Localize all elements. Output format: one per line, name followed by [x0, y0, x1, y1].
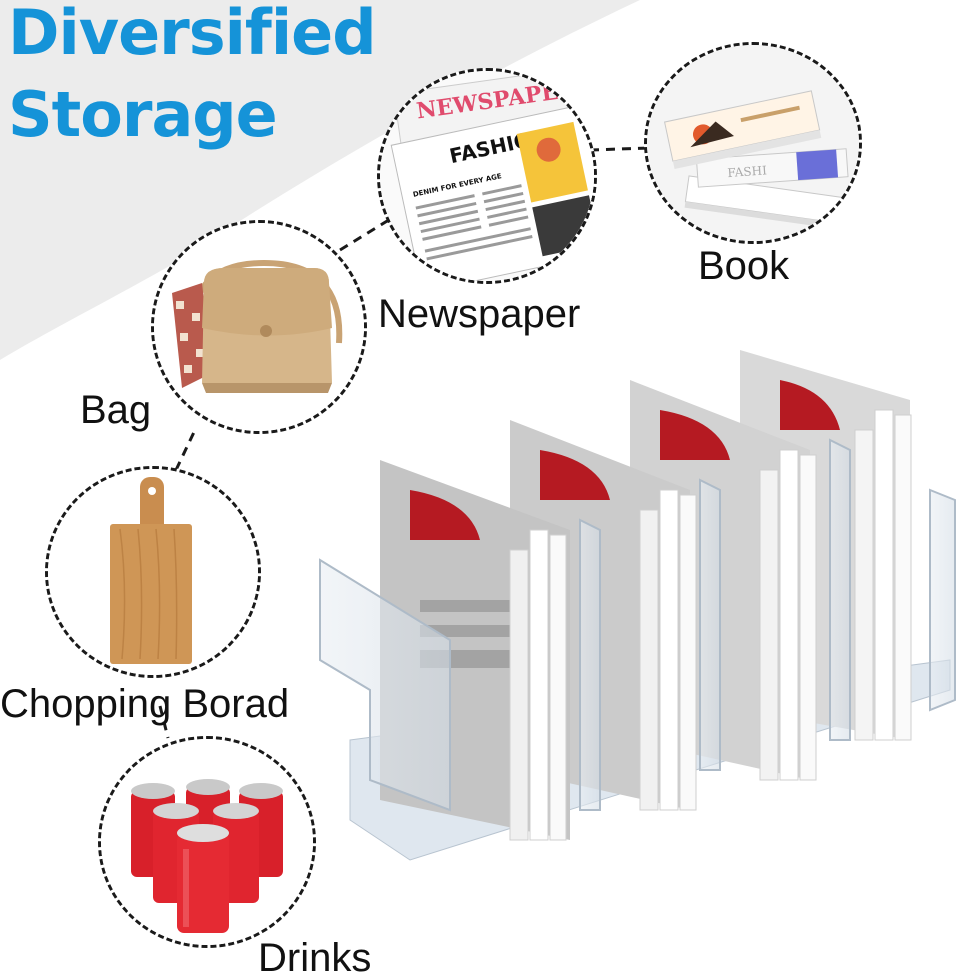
newspaper-circle: NEWSPAPER FASHION DENIM FOR EVERY AGE — [377, 68, 597, 284]
drinks-circle — [98, 736, 316, 948]
title-line-1: Diversified — [8, 0, 377, 69]
chopping-board-icon — [48, 469, 258, 675]
soda-cans-icon — [101, 739, 313, 945]
acrylic-book-organizer — [319, 350, 956, 861]
book-stack-icon: FASHI — [647, 45, 859, 241]
newspaper-icon: NEWSPAPER FASHION DENIM FOR EVERY AGE — [380, 71, 594, 281]
newspaper-label: Newspaper — [378, 292, 581, 336]
title-line-2: Storage — [8, 78, 278, 151]
board-label: Chopping Borad — [0, 682, 290, 726]
drinks-label: Drinks — [258, 936, 372, 980]
board-circle — [45, 466, 261, 678]
bag-label: Bag — [80, 388, 152, 432]
book-circle: FASHI — [644, 42, 862, 244]
svg-text:FASHI: FASHI — [727, 163, 768, 180]
book-label: Book — [698, 244, 790, 288]
bag-circle — [151, 220, 367, 434]
handbag-icon — [154, 223, 364, 431]
